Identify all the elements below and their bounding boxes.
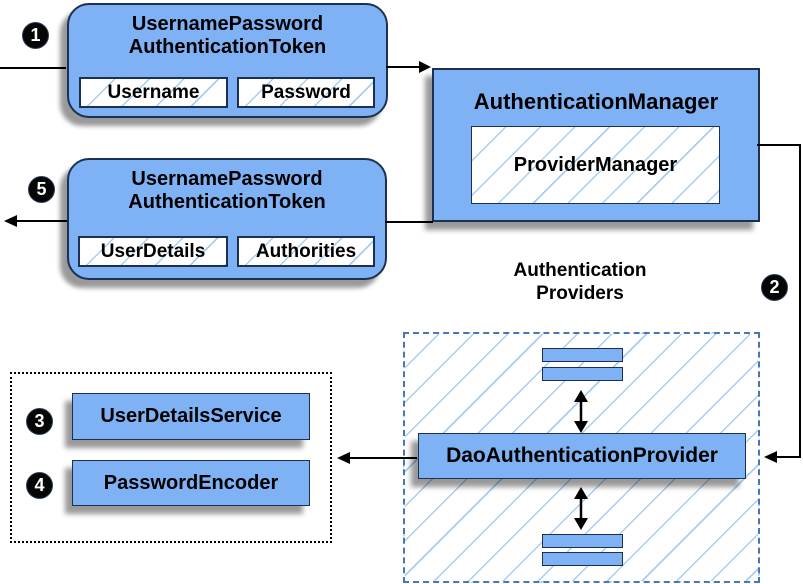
authentication-providers-heading-line1: Authentication [513, 260, 647, 281]
user-details-service-box: UserDetailsService [72, 393, 310, 440]
step-3-badge: 3 [26, 408, 53, 435]
token-result-title-line1: UsernamePassword [131, 168, 323, 190]
provider-stub-bar [542, 534, 623, 548]
authentication-manager-title: AuthenticationManager [473, 89, 719, 114]
authentication-providers-heading-line2: Providers [536, 283, 624, 304]
authentication-manager-box: AuthenticationManager ProviderManager [432, 68, 760, 222]
token-request-title-line1: UsernamePassword [131, 13, 324, 35]
provider-manager-box: ProviderManager [471, 126, 720, 204]
provider-manager-label: ProviderManager [513, 153, 678, 176]
token-request-title: UsernamePassword AuthenticationToken [69, 5, 386, 59]
provider-stub-bar [542, 552, 623, 566]
authorities-field-box: Authorities [237, 236, 375, 267]
manager-to-provider-arrow [757, 144, 801, 458]
provider-stub-bar [542, 348, 623, 362]
authentication-providers-container: DaoAuthenticationProvider [403, 332, 760, 583]
step-5-badge: 5 [28, 176, 55, 203]
password-encoder-box: PasswordEncoder [72, 460, 310, 506]
step-2-badge: 2 [761, 274, 788, 301]
step-1-badge: 1 [22, 22, 49, 49]
dao-authentication-provider-box: DaoAuthenticationProvider [418, 433, 746, 479]
provider-stub-bar [542, 367, 623, 381]
userdetails-field-box: UserDetails [78, 236, 228, 267]
dao-authentication-provider-label: DaoAuthenticationProvider [446, 444, 718, 467]
username-password-token-result-box: UsernamePassword AuthenticationToken Use… [67, 158, 387, 280]
authentication-providers-heading: Authentication Providers [455, 259, 705, 305]
username-password-token-request-box: UsernamePassword AuthenticationToken Use… [67, 3, 388, 118]
step-4-badge: 4 [26, 472, 53, 499]
username-field-box: Username [79, 77, 228, 108]
services-container: UserDetailsService PasswordEncoder [10, 372, 332, 543]
token-result-title-line2: AuthenticationToken [128, 191, 326, 213]
token-request-title-line2: AuthenticationToken [128, 36, 327, 58]
password-field-box: Password [237, 77, 375, 108]
token-result-title: UsernamePassword AuthenticationToken [69, 160, 385, 214]
